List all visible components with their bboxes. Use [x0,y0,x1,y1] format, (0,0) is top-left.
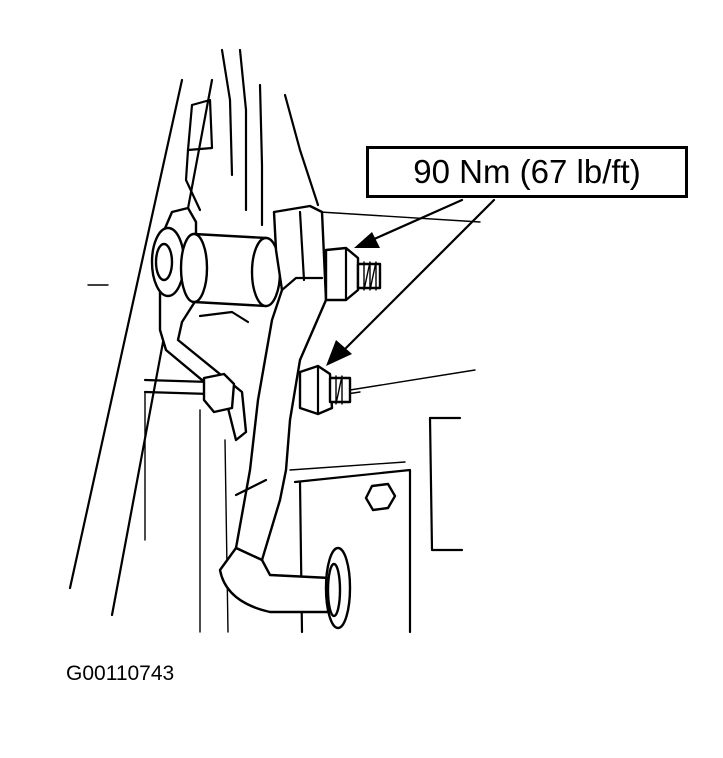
callout-leaders [326,198,496,366]
torque-spec-label: 90 Nm (67 lb/ft) [413,153,641,190]
torque-callout-box: 90 Nm (67 lb/ft) [366,146,688,198]
upper-nut-stud [324,246,382,302]
lower-arrowhead [326,340,352,366]
bushing [179,232,282,324]
figure-id-label: G00110743 [66,662,175,685]
frame-structure [68,48,481,634]
upper-arrowhead [354,232,380,248]
mount-arm [218,204,352,630]
lower-nut-stud [202,364,352,416]
